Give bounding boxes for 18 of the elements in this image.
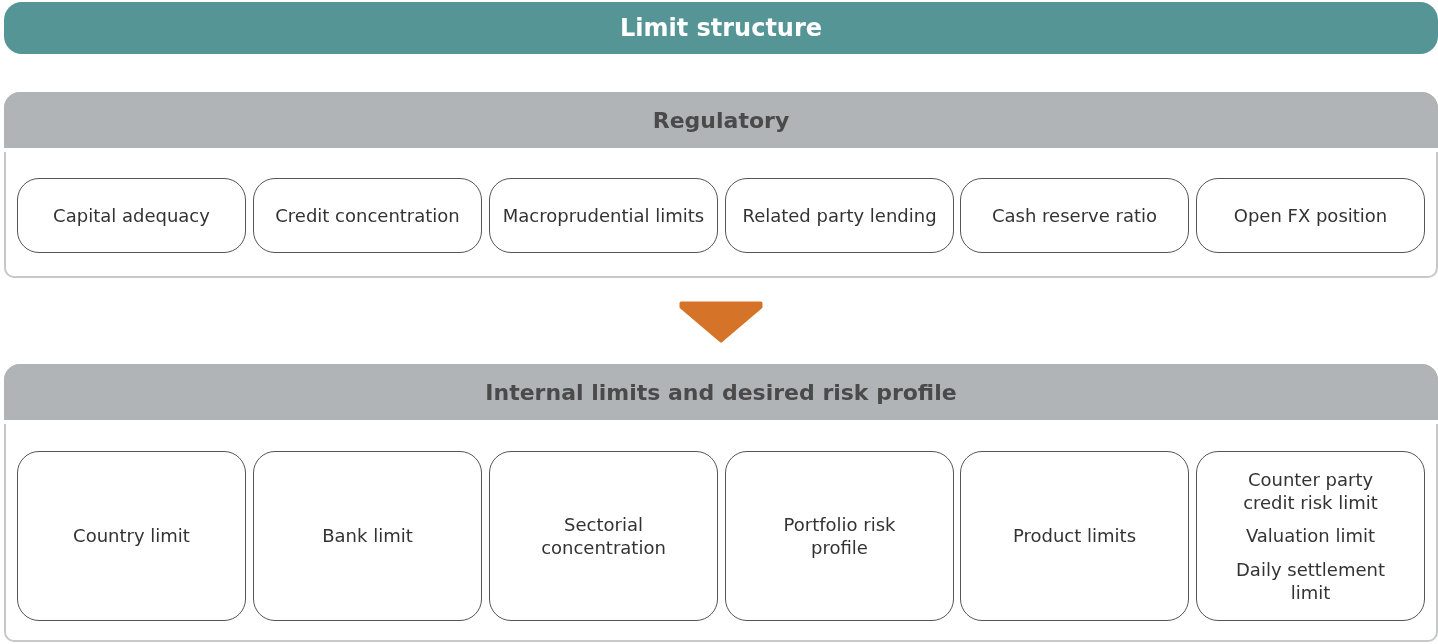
limit-box: Credit concentration bbox=[253, 178, 482, 253]
limit-box: Open FX position bbox=[1196, 178, 1425, 253]
section-header: Internal limits and desired risk profile bbox=[4, 364, 1438, 420]
limit-box: Country limit bbox=[17, 451, 246, 621]
section-panel bbox=[4, 364, 1438, 642]
section-panel bbox=[4, 92, 1438, 278]
down-arrow bbox=[679, 301, 763, 343]
limit-box: Sectorial concentration bbox=[489, 451, 718, 621]
limit-box: Macroprudential limits bbox=[489, 178, 718, 253]
limit-box: Bank limit bbox=[253, 451, 482, 621]
limit-box: Portfolio risk profile bbox=[725, 451, 954, 621]
title-banner: Limit structure bbox=[4, 2, 1438, 54]
limit-box: Related party lending bbox=[725, 178, 954, 253]
section-header: Regulatory bbox=[4, 92, 1438, 148]
limit-box: Cash reserve ratio bbox=[960, 178, 1189, 253]
limit-box: Counter party credit risk limit Valuation limit Daily settlement limit bbox=[1196, 451, 1425, 621]
limit-box: Capital adequacy bbox=[17, 178, 246, 253]
limit-box: Product limits bbox=[960, 451, 1189, 621]
